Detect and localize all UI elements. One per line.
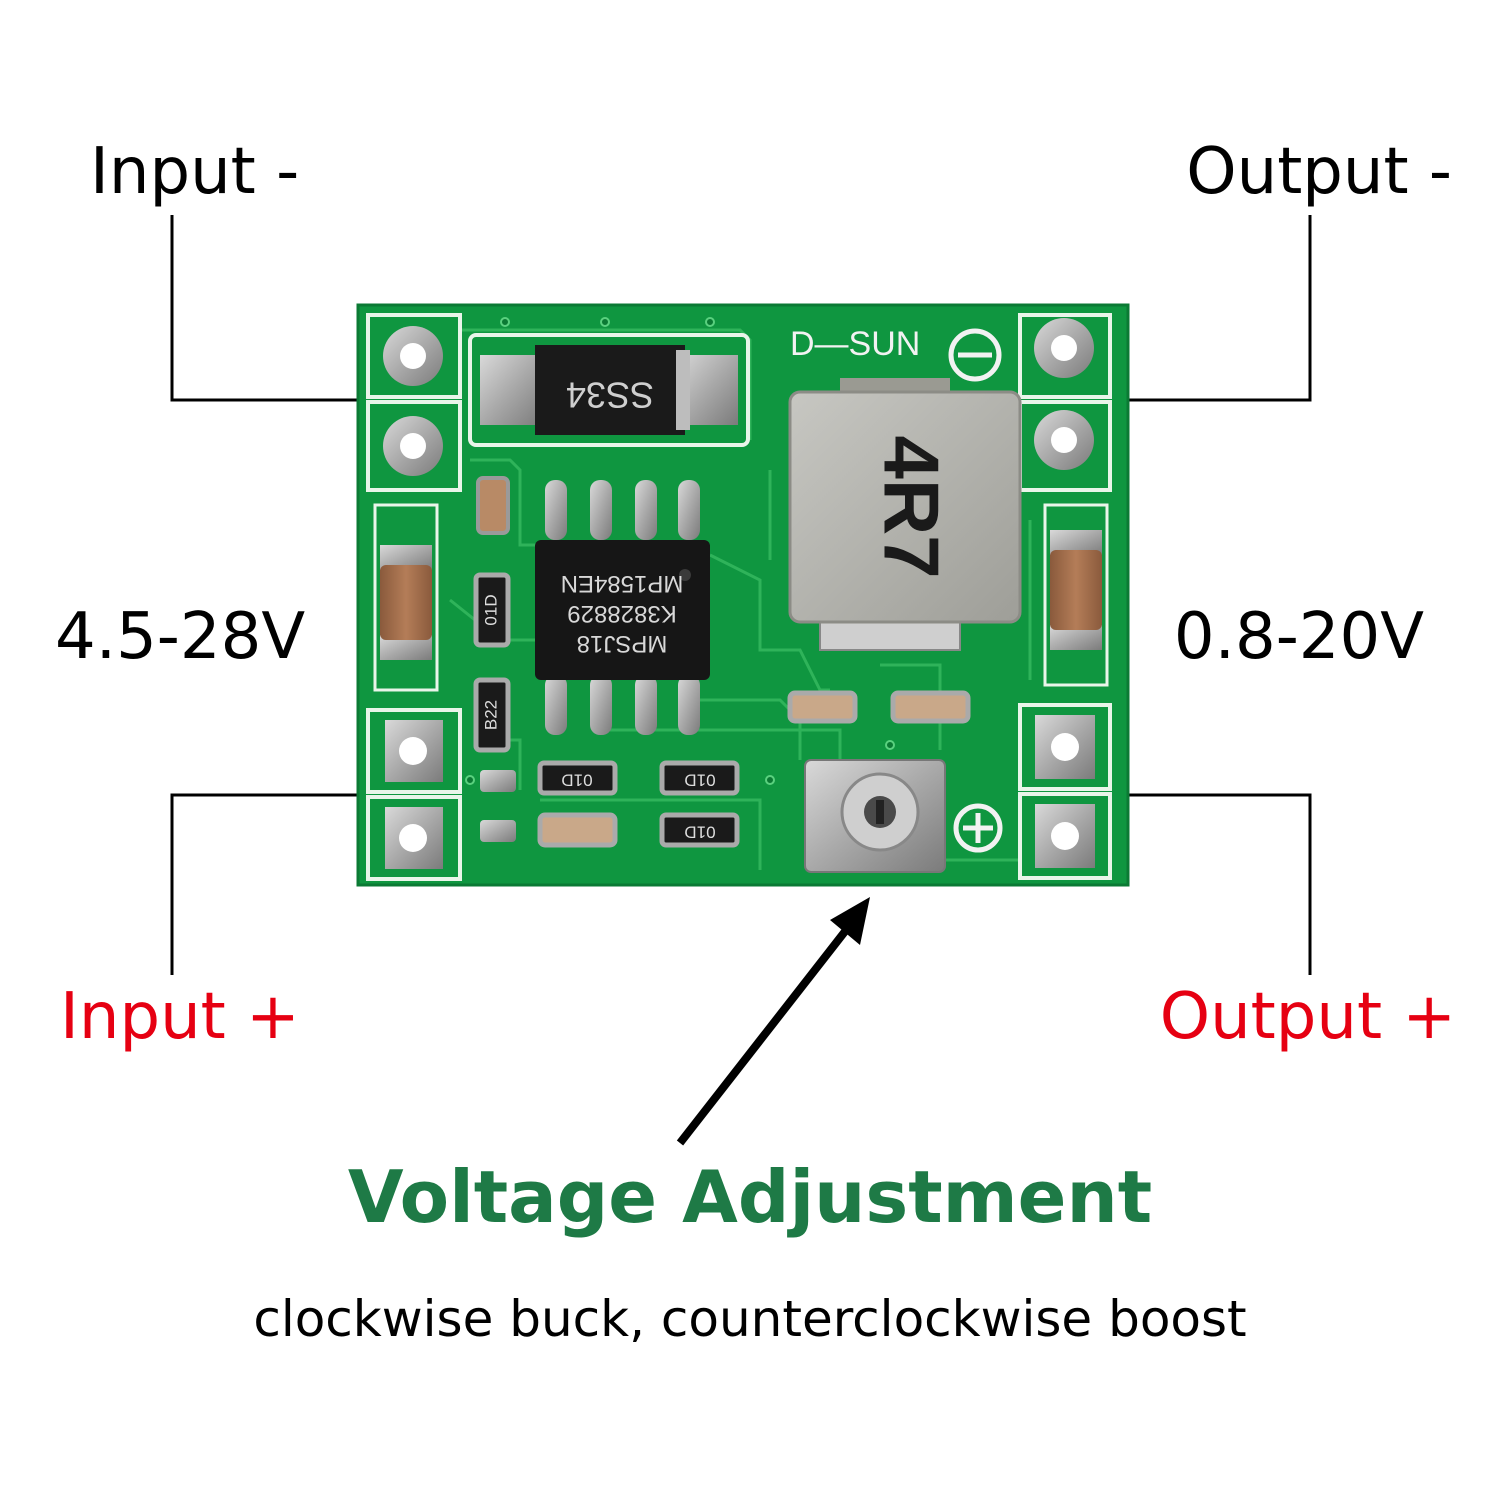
chip-line-1: MPSJ18: [577, 630, 668, 657]
resistor-marking-1: 01D: [481, 594, 500, 625]
smd-capacitor-1: [476, 476, 510, 535]
smd-resistor-2: B22: [473, 677, 511, 753]
minus-symbol: [948, 328, 1002, 382]
potentiometer: [804, 759, 946, 873]
smd-capacitor-2: [537, 812, 618, 848]
input-minus-terminal: [366, 313, 462, 492]
diode-marking: SS34: [566, 374, 654, 415]
input-plus-leader: [170, 793, 360, 975]
input-capacitor: [373, 503, 439, 692]
smd-resistor-4: 01D: [659, 760, 740, 796]
resistor-marking-4: 01D: [684, 771, 715, 790]
smd-resistor-5: 01D: [659, 812, 740, 848]
brand-silkscreen: D—SUN: [790, 325, 920, 363]
output-minus-label: Output -: [1186, 135, 1452, 209]
voltage-adjustment-title: Voltage Adjustment: [347, 1155, 1153, 1239]
voltage-adjustment-subtitle: clockwise buck, counterclockwise boost: [253, 1290, 1247, 1348]
output-minus-leader: [1125, 215, 1312, 402]
smd-pad-small: [480, 770, 516, 842]
smd-resistor-1: 01D: [473, 572, 511, 648]
resistor-marking-3: 01D: [561, 771, 592, 790]
resistor-marking-2: B22: [481, 700, 500, 730]
output-plus-leader: [1125, 793, 1312, 975]
inductor-4r7: 4R7: [788, 378, 1022, 651]
output-plus-label: Output +: [1159, 980, 1456, 1054]
leader-lines: [170, 215, 1312, 975]
smd-resistor-3: 01D: [537, 760, 618, 796]
input-voltage-label: 4.5-28V: [55, 600, 306, 674]
inductor-marking: 4R7: [867, 435, 955, 578]
plus-symbol: [953, 803, 1003, 853]
adjustment-arrow: [676, 897, 870, 1146]
resistor-marking-5: 01D: [684, 823, 715, 842]
output-capacitor: [1043, 503, 1109, 687]
output-plus-terminal: [1018, 703, 1112, 880]
input-minus-leader: [170, 215, 360, 402]
diode-ss34: SS34: [468, 333, 750, 447]
smd-capacitor-4: [890, 690, 971, 724]
output-minus-terminal: [1018, 313, 1112, 492]
chip-line-3: MP1584EN: [561, 570, 684, 597]
pcb-board: SS34 D—SUN 4R7: [356, 303, 1130, 887]
output-voltage-label: 0.8-20V: [1173, 600, 1424, 674]
chip-line-2: K3828829: [567, 600, 676, 627]
input-minus-label: Input -: [90, 135, 300, 209]
smd-capacitor-3: [787, 690, 858, 724]
input-plus-terminal: [366, 708, 462, 881]
ic-mp1584en: MPSJ18 K3828829 MP1584EN: [535, 480, 710, 735]
input-plus-label: Input +: [60, 980, 300, 1054]
